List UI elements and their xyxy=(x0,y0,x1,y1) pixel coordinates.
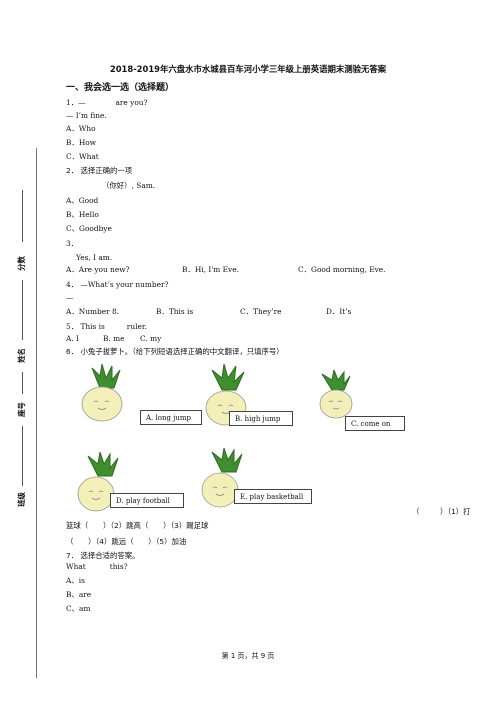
name-label: 姓名 xyxy=(16,348,26,363)
q3-line: Yes, I am. xyxy=(76,253,113,262)
q2-line: （你好）, Sam. xyxy=(102,181,156,190)
q1-option-c: C．What xyxy=(66,152,99,161)
q4-option-a: A．Number 8. xyxy=(66,307,120,316)
q1-option-b: B．How xyxy=(66,138,97,147)
q2-option-b: B、Hello xyxy=(66,210,99,219)
page-title: 2018-2019年六盘水市水城县百车河小学三年级上册英语期末测验无答案 xyxy=(109,64,387,74)
q3-number: 3． xyxy=(66,239,79,248)
q4-option-d: D．It’s xyxy=(326,307,352,316)
radish-d-icon xyxy=(77,452,119,512)
q4-stem: 4． —What’s your number? xyxy=(66,280,169,289)
q7-option-c: C、am xyxy=(66,604,91,613)
q1-reply: — I’m fine. xyxy=(66,111,107,120)
q5-option-b: B. me xyxy=(103,334,125,343)
q1-stem: 1．—are you? xyxy=(66,98,148,107)
q7-option-b: B、are xyxy=(66,590,92,599)
section-heading: 一、我会选一选（选择题） xyxy=(66,83,175,93)
q5-option-c: C. my xyxy=(140,334,162,343)
radish-a-icon xyxy=(81,363,123,422)
choice-d-label: D. play football xyxy=(110,493,184,508)
choice-e-label: E. play basketball xyxy=(234,489,312,504)
q3-option-a: A．Are you new? xyxy=(66,265,130,274)
name-blank xyxy=(22,280,23,340)
q7-stem: 7． 选择合适的答案。 xyxy=(66,551,140,560)
q4-option-b: B．This is xyxy=(156,307,194,316)
q6-answer-1: ）（1）打 xyxy=(440,507,471,516)
q5-option-a: A. I xyxy=(66,334,79,343)
q2-option-a: A、Good xyxy=(66,196,99,205)
q4-dash: — xyxy=(66,293,74,302)
radish-c-icon xyxy=(319,370,353,419)
class-label: 班级 xyxy=(16,492,26,507)
radish-e-icon xyxy=(201,448,243,508)
seat-blank xyxy=(22,372,23,394)
q6-answer-open: （ xyxy=(412,507,420,516)
q7-option-a: A、is xyxy=(66,576,85,585)
page-footer: 第 1 页，共 9 页 xyxy=(221,652,275,660)
q3-option-c: C．Good morning, Eve. xyxy=(298,265,386,274)
q6-answer-line2: 篮球（ ）（2）跳高（ ）（3）踢足球 xyxy=(66,521,209,530)
binding-line xyxy=(36,148,37,678)
q6-answer-line3: （ ）（4）跳远（ ）（5）加油 xyxy=(66,537,187,546)
q1-option-a: A．Who xyxy=(66,124,96,133)
choice-a-label: A. long jump xyxy=(140,410,202,425)
binding-margin: 分数 姓名 座号 班级 xyxy=(0,0,40,702)
q6-stem: 6． 小兔子拔萝卜。（给下列短语选择正确的中文翻译，只填序号） xyxy=(66,347,284,356)
score-label: 分数 xyxy=(16,256,26,271)
q2-stem: 2． 选择正确的一项 xyxy=(66,166,133,175)
seat-label: 座号 xyxy=(16,402,26,417)
score-blank xyxy=(22,190,23,242)
class-blank xyxy=(22,426,23,486)
q4-option-c: C．They’re xyxy=(240,307,282,316)
choice-b-label: B. high jump xyxy=(229,411,293,426)
q3-option-b: B．Hi, I'm Eve. xyxy=(182,265,239,274)
q2-option-c: C、Goodbye xyxy=(66,224,112,233)
choice-c-label: C. come on xyxy=(345,416,405,431)
